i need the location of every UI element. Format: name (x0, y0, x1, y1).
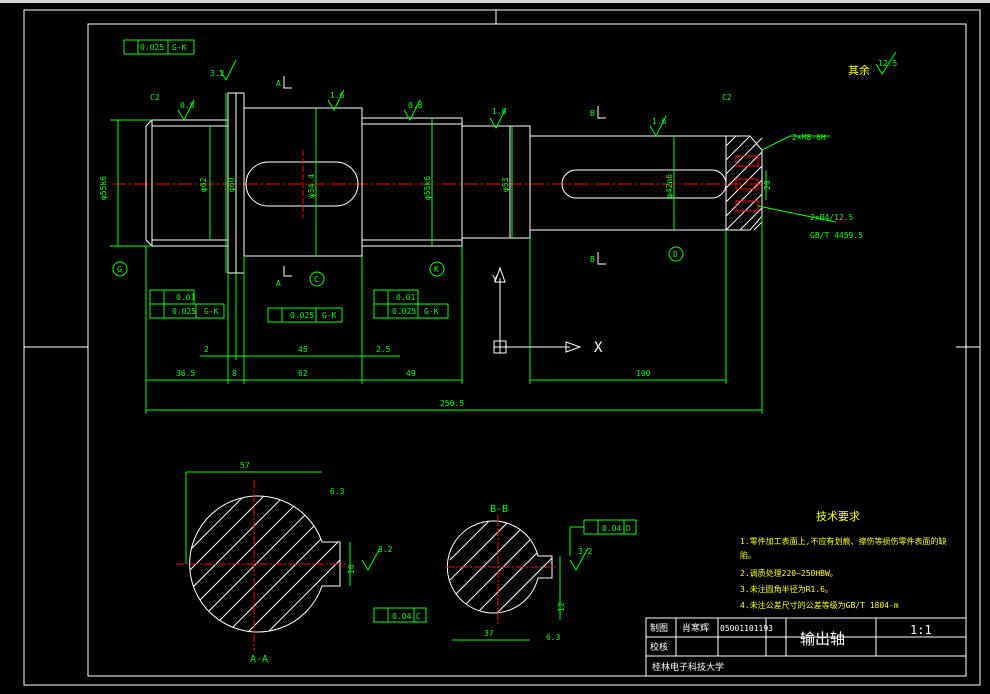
ucs-x-label: X (594, 340, 603, 356)
keyway-slot-1 (245, 161, 359, 207)
mid-runout-ref: G-K (322, 311, 337, 320)
center-hole (735, 178, 759, 190)
ucs-y-label: Y (492, 274, 498, 285)
right-cyl-value: 0.01 (396, 293, 415, 302)
dia-2: φ62 (199, 177, 208, 192)
dia-4: φ54.4 (307, 174, 316, 198)
roughness-8: 3.2 (210, 69, 225, 78)
dia-6: φ53 (501, 177, 510, 192)
section-marks (283, 76, 606, 277)
title-block (645, 617, 967, 677)
datum-g: G (117, 265, 122, 274)
dim-49: 49 (406, 369, 416, 378)
sym-aa-ref: C (416, 612, 421, 621)
section-bb (446, 514, 584, 641)
left-runout-value: 0.025 (172, 307, 196, 316)
top-runout-ref: G-K (172, 43, 187, 52)
roughness-symbols (177, 51, 897, 572)
ucs-icon (493, 266, 582, 354)
tech-req-item-5: 4.未注公差尺寸的公差等级为GB/T 1804-m (740, 600, 899, 610)
dimension-lines (110, 93, 837, 414)
dim-62: 62 (298, 369, 308, 378)
tech-req-item-2: 陷。 (740, 550, 756, 560)
right-runout-value: 0.025 (392, 307, 416, 316)
sym-bb-ref: D (626, 524, 631, 533)
roughness-4: 1.6 (492, 107, 507, 116)
tech-req-heading: 技术要求 (816, 510, 860, 523)
title-row1-name: 肖寒辉 (682, 622, 709, 634)
roughness-3: 0.8 (408, 101, 423, 110)
center-hole-std: GB/T 4459.5 (810, 231, 863, 240)
dim-2-5: 2.5 (376, 345, 391, 354)
bb-width: 37 (484, 629, 494, 638)
thread-hole-top (735, 155, 759, 167)
dia-3: φ60 (227, 177, 236, 192)
left-chamfer (145, 119, 153, 247)
section-mark-a-bottom: A (276, 279, 281, 288)
roughness-9: 6.3 (330, 487, 345, 496)
tolerance-frames (123, 39, 637, 623)
datum-c: C (314, 275, 319, 284)
datum-k: K (434, 265, 439, 274)
section-aa (176, 471, 351, 650)
frame-border (87, 23, 967, 677)
aa-width: 57 (240, 461, 250, 470)
section-mark-b-top: B (590, 109, 595, 118)
dia-7: φ42n6 (665, 174, 674, 198)
dim-36-5: 36.5 (176, 369, 195, 378)
tech-req-item-1: 1.零件加工表面上,不应有划痕、擦伤等损伤零件表面的缺 (740, 536, 946, 546)
aa-label: A-A (250, 654, 268, 665)
roughness-note-label: 其余 (848, 63, 870, 77)
dim-20: 20 (763, 180, 772, 190)
part-name: 输出轴 (800, 630, 845, 648)
title-row2-label: 校核 (650, 641, 668, 653)
school-name: 桂林电子科技大学 (652, 661, 724, 673)
mid-runout-value: 0.025 (290, 311, 314, 320)
section-mark-a-top: A (276, 79, 281, 88)
roughness-7: 3.2 (578, 547, 593, 556)
roughness-1: 0.8 (180, 101, 195, 110)
dia-1: φ55k6 (99, 176, 108, 200)
output-journal (529, 135, 727, 231)
bb-key: 12 (557, 602, 566, 612)
shaft-main-view (112, 92, 763, 274)
roughness-5: 1.6 (652, 117, 667, 126)
roughness-10: 6.3 (546, 633, 561, 642)
tech-req-item-3: 2.调质处理220~250HBW。 (740, 568, 838, 578)
left-cyl-value: 0.01 (176, 293, 195, 302)
left-bearing-journal (151, 119, 229, 247)
top-runout-value: 0.025 (140, 43, 164, 52)
right-bearing-journal (361, 117, 463, 247)
chamfer-left: C2 (150, 93, 160, 102)
chamfer-right: C2 (722, 93, 732, 102)
dim-2: 2 (204, 345, 209, 354)
bb-label: B-B (490, 504, 508, 515)
dim-45: 45 (298, 345, 308, 354)
sym-bb-value: 0.04 (602, 524, 621, 533)
roughness-2: 1.6 (330, 91, 345, 100)
dim-total: 250.5 (440, 399, 464, 408)
sym-aa-value: 0.04 (392, 612, 411, 621)
drawing-scale: 1:1 (910, 623, 932, 637)
dim-8: 8 (232, 369, 237, 378)
keyway-slot-2 (561, 169, 727, 199)
section-mark-b-bottom: B (590, 255, 595, 264)
title-row1-number: 05001101193 (720, 624, 773, 633)
thread-spec: 2×M8-6H (792, 133, 826, 142)
right-runout-ref: G-K (424, 307, 439, 316)
roughness-note-value: 12.5 (878, 59, 897, 68)
title-row1-label: 制图 (650, 622, 668, 634)
dim-100: 100 (636, 369, 651, 378)
left-runout-ref: G-K (204, 307, 219, 316)
dia-5: φ55k6 (423, 176, 432, 200)
tech-req-item-4: 3.未注圆角半径为R1.6。 (740, 584, 833, 594)
datum-markers (112, 246, 684, 287)
window-top-edge (0, 0, 990, 3)
center-hole-spec: 2×B4/12.5 (810, 213, 854, 222)
aa-key: 16 (347, 564, 356, 574)
shaft-shoulder (461, 125, 531, 239)
roughness-6: 3.2 (378, 545, 393, 554)
datum-d: D (673, 250, 678, 259)
